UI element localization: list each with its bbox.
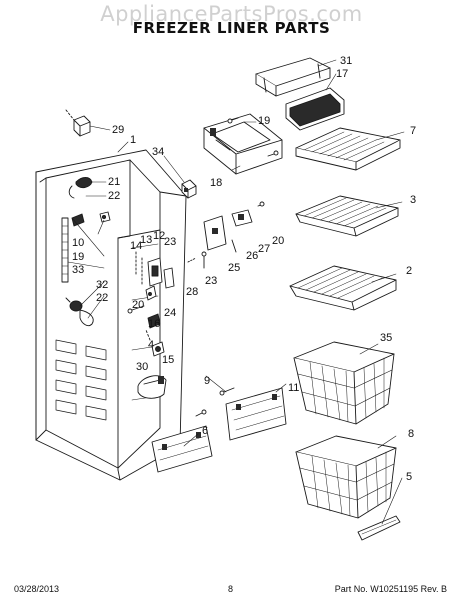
- callout-12: 12: [153, 230, 166, 242]
- callout-15: 15: [162, 354, 175, 366]
- callout-34: 34: [152, 146, 165, 158]
- leader-lines: [67, 59, 405, 525]
- panel-17: [285, 87, 345, 131]
- callout-4: 4: [148, 339, 155, 351]
- control-parts: [127, 251, 175, 329]
- top-clips: [68, 177, 111, 227]
- shelf-2: [289, 265, 397, 311]
- callout-19-mid: 19: [72, 251, 85, 263]
- callout-1: 1: [130, 134, 137, 146]
- shelf-7: [295, 127, 401, 171]
- callout-29: 29: [112, 124, 125, 136]
- callout-8: 8: [408, 428, 415, 440]
- callout-22-top: 22: [108, 190, 121, 202]
- watermark: AppliancePartsPros.com: [100, 2, 363, 26]
- callout-11: 11: [288, 382, 300, 394]
- callout-3: 3: [410, 194, 417, 206]
- callout-13: 13: [140, 234, 153, 246]
- callout-20-right: 20: [272, 235, 285, 247]
- callout-5: 5: [406, 471, 413, 483]
- callout-16: 16: [148, 318, 161, 330]
- knob-15: [145, 329, 165, 357]
- basket-8: [295, 435, 397, 519]
- callout-20-left: 20: [132, 299, 145, 311]
- callout-19-top: 19: [258, 115, 271, 127]
- callout-18: 18: [210, 177, 223, 189]
- callout-10: 10: [72, 237, 85, 249]
- bracket-31: [255, 57, 331, 97]
- callout-32: 32: [96, 279, 109, 291]
- callout-9: 9: [204, 375, 211, 387]
- callout-30: 30: [136, 361, 149, 373]
- callout-22-low: 22: [96, 292, 109, 304]
- brackets-25-28: [187, 201, 265, 269]
- callout-27: 27: [258, 243, 271, 255]
- footer-date: 03/28/2013: [14, 584, 60, 594]
- part-34: [181, 179, 197, 199]
- shelf-ladder: [61, 217, 69, 283]
- channel-18: [203, 113, 283, 175]
- callout-21: 21: [108, 176, 121, 188]
- footer-part-number: Part No. W10251195 Rev. B: [334, 584, 447, 594]
- callout-31: 31: [340, 55, 353, 67]
- callout-33: 33: [72, 264, 85, 276]
- footer-page-number: 8: [228, 584, 234, 594]
- callout-28: 28: [186, 286, 199, 298]
- callout-23-low: 23: [205, 275, 218, 287]
- callout-26: 26: [246, 250, 259, 262]
- callout-2: 2: [406, 265, 413, 277]
- callout-25: 25: [228, 262, 241, 274]
- rail-6: [151, 409, 213, 473]
- callout-17: 17: [336, 68, 349, 80]
- liner-slots: [55, 339, 107, 421]
- callout-7: 7: [410, 125, 417, 137]
- rail-11: [219, 387, 287, 441]
- callout-24: 24: [164, 307, 177, 319]
- callout-14: 14: [130, 240, 143, 252]
- strip-5: [357, 515, 401, 541]
- callout-6: 6: [202, 425, 209, 437]
- callout-23-mid: 23: [164, 236, 177, 248]
- callout-35: 35: [380, 332, 393, 344]
- shelf-3: [295, 195, 399, 237]
- light-cover-30: [137, 375, 167, 399]
- diagram-title: FREEZER LINER PARTS: [132, 19, 331, 37]
- bracket-29: [65, 109, 91, 137]
- basket-35: [293, 341, 395, 425]
- lamp-assembly: [65, 297, 94, 327]
